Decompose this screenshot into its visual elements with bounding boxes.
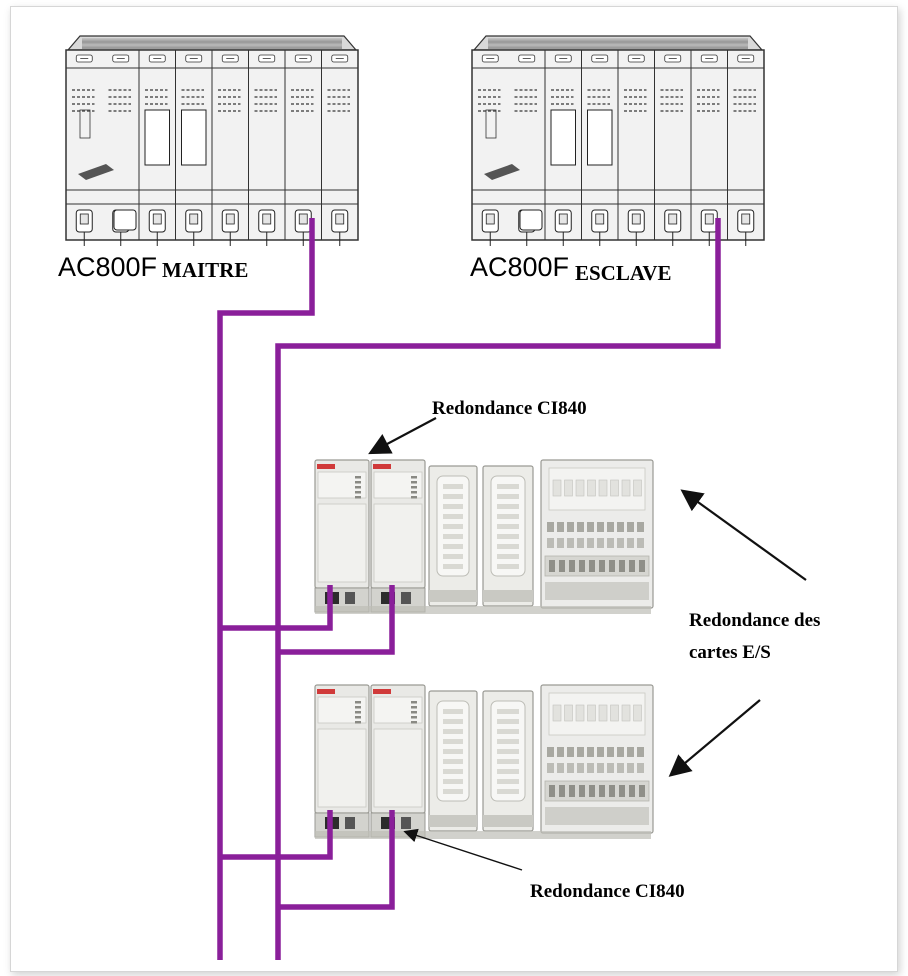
io-card-module <box>540 459 654 609</box>
slave-role-label: ESCLAVE <box>575 261 672 285</box>
rack-top-cover <box>66 35 358 51</box>
arrow-icon <box>403 828 523 871</box>
communication-buses <box>217 218 721 960</box>
io-station-1 <box>314 459 654 614</box>
redundancy-io-label-line2: cartes E/S <box>689 642 771 663</box>
master-role-label: MAITRE <box>162 258 249 282</box>
slave-model-label: AC800F <box>470 252 570 282</box>
bus-master <box>217 218 315 960</box>
ci840-module <box>314 684 370 838</box>
io-station-2 <box>314 684 654 839</box>
bus-slave-to-io2 <box>278 810 395 910</box>
bus-master-to-io2 <box>220 810 333 860</box>
master-model-label: AC800F <box>58 252 158 282</box>
ci840-module <box>314 459 370 613</box>
bus-master-to-io1 <box>220 585 333 631</box>
io-card-module <box>540 684 654 834</box>
ci840-module <box>370 684 426 838</box>
master-controller-rack-icon <box>65 35 359 246</box>
termination-unit-module <box>428 465 478 607</box>
arrow-icon <box>368 417 437 455</box>
termination-unit-module <box>428 690 478 832</box>
redundancy-io-label-line1: Redondance des <box>689 610 821 631</box>
redundancy-ci840-top-label: Redondance CI840 <box>432 398 587 419</box>
arrow-icon <box>680 489 807 581</box>
termination-unit-module <box>482 465 534 607</box>
slave-controller-rack-icon <box>471 35 765 246</box>
ci840-module <box>370 459 426 613</box>
bus-slave-to-io1 <box>278 585 395 655</box>
redundancy-ci840-bottom-label: Redondance CI840 <box>530 881 685 902</box>
termination-unit-module <box>482 690 534 832</box>
arrow-icon <box>668 699 761 777</box>
rack-top-cover <box>472 35 764 51</box>
annotation-arrows <box>368 417 807 871</box>
